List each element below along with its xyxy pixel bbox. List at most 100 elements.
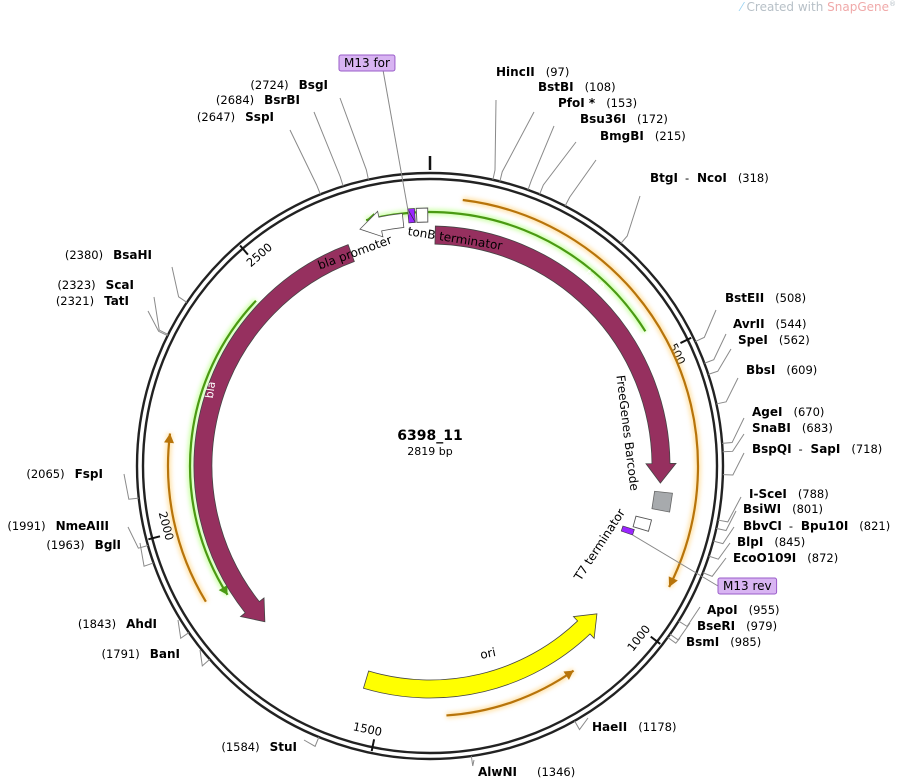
enzyme-position: (718) (851, 442, 882, 456)
feature-label-freegenes-barcode: FreeGenes Barcode (613, 374, 641, 491)
enzyme-leader (667, 636, 681, 644)
enzyme-site[interactable]: (979)BseRI (669, 619, 777, 641)
enzyme-site[interactable]: (845)BlpI (708, 535, 805, 560)
enzyme-position: (955) (749, 603, 780, 617)
enzyme-position: (2724) (250, 78, 288, 92)
enzyme-name: BbsI (746, 363, 775, 377)
enzyme-site[interactable]: (108)BstBI (499, 80, 616, 182)
watermark-registered: ® (889, 0, 896, 8)
plasmid-size: 2819 bp (407, 445, 452, 458)
enzyme-site[interactable]: (788)I-SceI (717, 487, 829, 523)
enzyme-leader (574, 717, 589, 731)
enzyme-position: (683) (802, 421, 833, 435)
enzyme-site[interactable]: (172)Bsu36I (539, 112, 668, 195)
enzyme-leader (127, 526, 149, 549)
enzyme-site[interactable]: ScaI(2323) (57, 278, 169, 335)
scale-tick-label: 1000 (624, 622, 653, 654)
enzyme-leader (717, 496, 742, 523)
enzyme-site[interactable]: (215)BmgBI (564, 129, 686, 207)
enzyme-name: BsrBI (264, 93, 300, 107)
watermark-prefix: Created with (746, 0, 828, 14)
enzyme-name: BsiWI (743, 502, 781, 516)
enzyme-site[interactable]: (1178)HaeII (574, 717, 677, 734)
enzyme-site[interactable]: BsaHI(2380) (65, 248, 188, 303)
feature-freegenes-barcode[interactable] (651, 490, 673, 513)
enzyme-position: (609) (786, 363, 817, 377)
enzyme-site[interactable]: NmeAIII(1991) (7, 519, 149, 549)
enzyme-position: (153) (606, 96, 637, 110)
enzyme-leader (147, 310, 168, 337)
enzyme-site[interactable]: (683)SnaBI (722, 421, 833, 453)
enzyme-site[interactable]: FspI(2065) (26, 467, 139, 500)
enzyme-site[interactable]: TatI(2321) (56, 294, 168, 337)
enzyme-site[interactable]: BsgI(2724) (250, 78, 369, 180)
enzyme-position: (801) (792, 502, 823, 516)
enzyme-position: (979) (746, 619, 777, 633)
orf-arrowhead (218, 585, 228, 595)
watermark: ⁄‌ Created with SnapGene® (741, 0, 896, 14)
primer-site-m13-for-body[interactable] (407, 208, 416, 224)
enzyme-site[interactable]: (985) BsmI (667, 635, 762, 649)
feature-bla[interactable] (193, 244, 355, 623)
enzyme-site[interactable]: (821)BbvCI-Bpu10I (713, 519, 890, 545)
enzyme-position: (508) (775, 291, 806, 305)
feature-t7-terminator[interactable] (632, 515, 653, 532)
feature-label-bla: bla (203, 381, 218, 399)
enzyme-name: BlpI (737, 535, 763, 549)
orf-arrow (187, 298, 259, 597)
primer-m13-for[interactable]: M13 for (338, 54, 396, 72)
enzyme-site[interactable]: (153)PfoI * (527, 96, 637, 191)
enzyme-separator: - (799, 442, 803, 456)
scale-tick-label: 1500 (352, 719, 383, 739)
enzyme-leader (704, 333, 727, 364)
enzyme-position: (2065) (26, 467, 64, 481)
enzyme-site[interactable]: (670)AgeI (722, 405, 824, 444)
enzyme-separator: - (685, 171, 689, 185)
orf-arrow (164, 433, 209, 604)
scale-tick (370, 739, 376, 752)
enzyme-position: (172) (637, 112, 668, 126)
enzyme-leader (722, 417, 745, 444)
enzyme-site[interactable]: AhdI(1843) (78, 617, 190, 640)
enzyme-site[interactable]: BsrBI (2684) (216, 93, 344, 187)
enzyme-position: (821) (859, 519, 890, 533)
enzyme-name: BspQI (752, 442, 792, 456)
enzyme-position: (1346) (537, 765, 575, 779)
enzyme-site[interactable]: SspI(2647) (197, 110, 321, 195)
orf-arrow (446, 668, 576, 719)
enzyme-leader (199, 649, 211, 667)
enzyme-site[interactable]: (318)BtgI-NcoI (620, 171, 769, 244)
enzyme-name: TatI (104, 294, 129, 308)
enzyme-site[interactable]: (801) BsiWI (716, 502, 823, 532)
enzyme-name: SpeI (738, 333, 768, 347)
enzyme-site[interactable]: AlwNI(1346) (470, 755, 575, 779)
enzyme-site[interactable]: (562)SpeI (708, 333, 810, 375)
enzyme-site[interactable]: (544)AvrII (704, 317, 806, 364)
enzyme-leader (620, 195, 641, 244)
enzyme-site[interactable]: BglI(1963) (46, 538, 154, 567)
enzyme-leader (713, 526, 735, 545)
enzyme-site[interactable]: (718)BspQI-SapI (722, 442, 882, 476)
enzyme-leader (123, 473, 139, 500)
primer-site-m13-rev[interactable] (620, 525, 635, 536)
feature-bla-promoter[interactable] (359, 210, 405, 238)
enzyme-sites: (97)HincII(108)BstBI(153)PfoI *(172)Bsu3… (7, 65, 890, 779)
enzyme-name: BsmI (686, 635, 719, 649)
enzyme-site[interactable]: (872)EcoO109I (702, 551, 838, 577)
enzyme-leader (289, 129, 321, 195)
feature-tsab[interactable] (434, 225, 677, 484)
enzyme-position: (985) (730, 635, 761, 649)
enzyme-name: BsaHI (113, 248, 152, 262)
enzyme-site[interactable]: StuI(1584) (221, 736, 320, 754)
feature-tonb-terminator[interactable] (415, 207, 429, 223)
enzyme-site[interactable]: (955)ApoI (678, 603, 780, 628)
primer-m13-rev[interactable]: M13 rev (717, 577, 778, 595)
enzyme-site[interactable]: (508)BstEII (695, 291, 806, 343)
enzyme-site[interactable]: BanI(1791) (101, 647, 211, 667)
feature-ori[interactable] (362, 613, 598, 699)
enzyme-leader (708, 348, 732, 375)
enzyme-site[interactable]: (609) BbsI (716, 363, 817, 405)
enzyme-site[interactable]: (97)HincII (492, 65, 570, 180)
enzyme-position: (2684) (216, 93, 254, 107)
